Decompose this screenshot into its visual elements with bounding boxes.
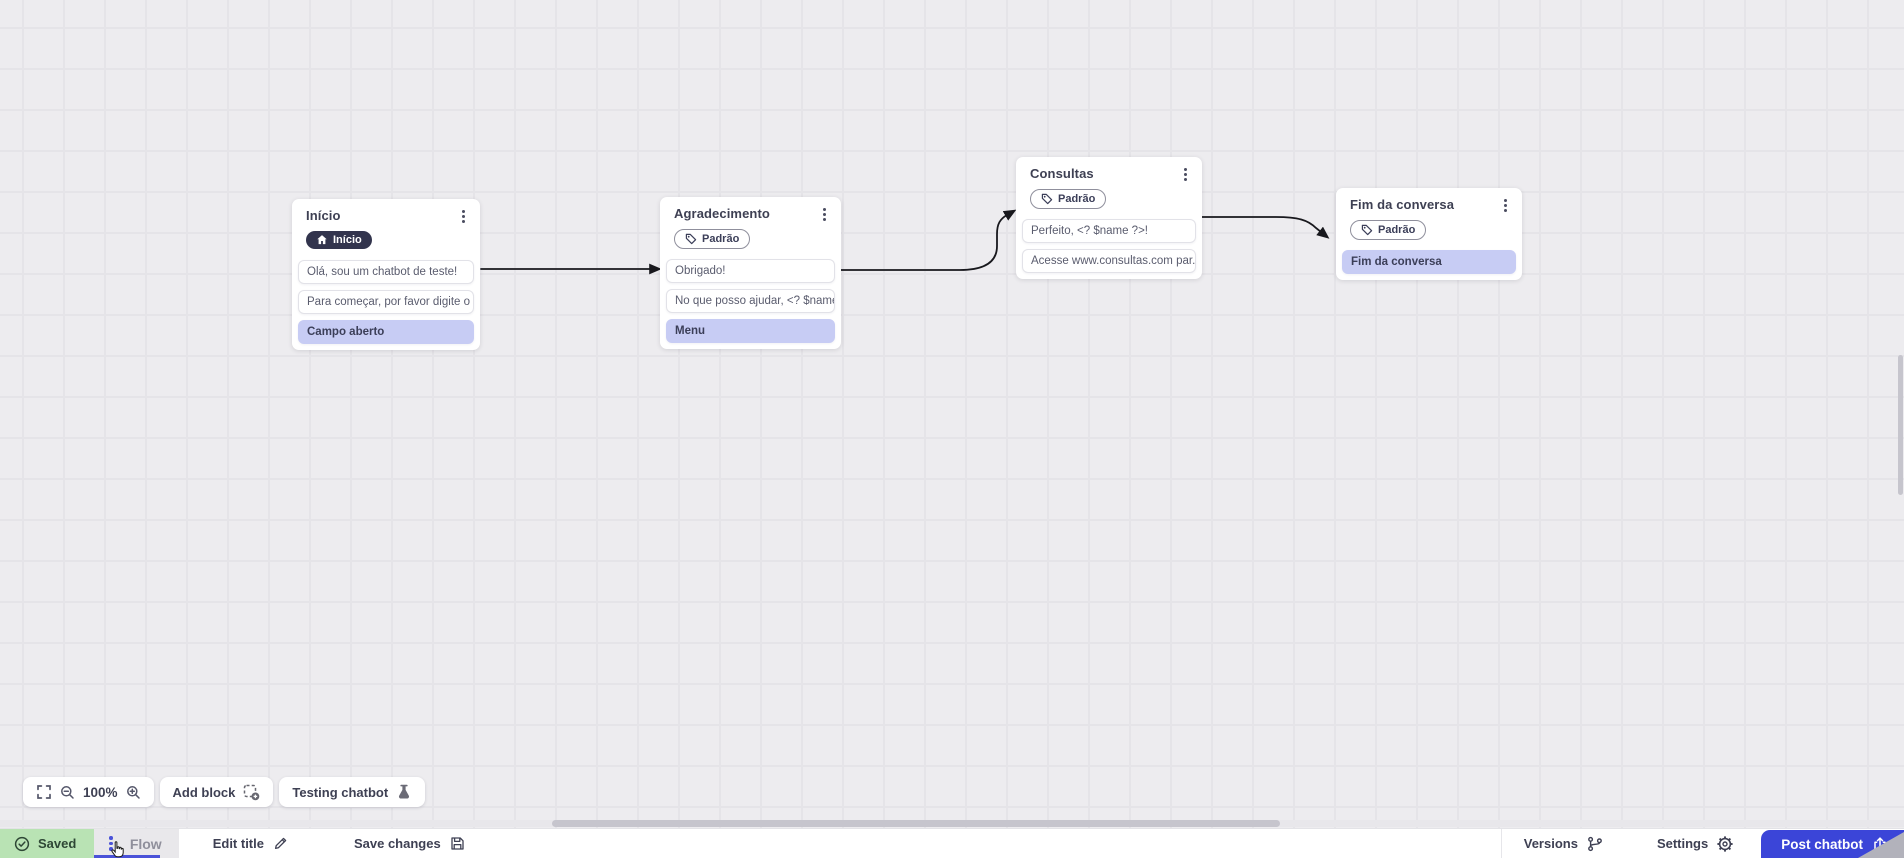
edit-title-label: Edit title [212, 836, 264, 851]
canvas-toolbar: 100% Add block Testing chatbot [23, 777, 426, 807]
flow-tab-label: Flow [129, 835, 162, 852]
fullscreen-icon[interactable] [36, 784, 52, 800]
flow-node-inicio[interactable]: Início Início Olá, sou um chatbot de tes… [292, 199, 480, 350]
node-title: Início [306, 208, 341, 223]
node-title: Agradecimento [674, 206, 770, 221]
node-badge-label: Padrão [1378, 224, 1416, 236]
zoom-controls: 100% [23, 777, 154, 807]
post-chatbot-button[interactable]: Post chatbot [1761, 830, 1904, 858]
pencil-icon [273, 836, 288, 851]
tab-flow[interactable]: Flow [94, 829, 179, 858]
tag-icon [685, 233, 697, 245]
flow-node-agradecimento[interactable]: Agradecimento Padrão Obrigado! No que pos… [660, 197, 841, 349]
flow-menu-kebab-icon[interactable] [105, 834, 117, 853]
add-block-icon [243, 784, 260, 801]
settings-label: Settings [1656, 836, 1709, 851]
node-message-card[interactable]: Obrigado! [666, 259, 835, 283]
node-menu-kebab-icon[interactable] [1500, 197, 1511, 214]
node-message-card[interactable]: Olá, sou um chatbot de teste! [298, 260, 474, 284]
save-changes-label: Save changes [353, 836, 441, 851]
node-title: Fim da conversa [1350, 197, 1455, 212]
settings-button[interactable]: Settings [1645, 835, 1745, 852]
node-title: Consultas [1030, 166, 1094, 181]
add-block-button[interactable]: Add block [159, 777, 274, 807]
node-message-card[interactable]: Para começar, por favor digite o ... [298, 290, 474, 314]
saved-label: Saved [38, 836, 77, 851]
node-badge-label: Início [333, 234, 362, 246]
status-bar: Saved Flow Edit title Save changes Versi… [0, 828, 1904, 858]
save-changes-button[interactable]: Save changes [342, 836, 477, 851]
tag-icon [1361, 224, 1373, 236]
post-chatbot-label: Post chatbot [1781, 836, 1863, 852]
check-circle-icon [14, 836, 30, 852]
versions-button[interactable]: Versions [1512, 836, 1615, 852]
flow-node-fim-da-conversa[interactable]: Fim da conversa Padrão Fim da conversa [1336, 188, 1522, 280]
saved-status: Saved [0, 829, 95, 858]
node-badge-label: Padrão [702, 233, 740, 245]
zoom-in-icon[interactable] [126, 785, 141, 800]
horizontal-scrollbar-thumb[interactable] [552, 820, 1280, 827]
edit-title-button[interactable]: Edit title [201, 836, 300, 851]
node-output-card[interactable]: Campo aberto [298, 320, 474, 344]
connections-layer [480, 209, 1330, 275]
save-icon [450, 836, 465, 851]
connection-agradecimento-to-consultas[interactable] [840, 209, 1017, 271]
node-menu-kebab-icon[interactable] [1180, 166, 1191, 183]
node-output-card[interactable]: Menu [666, 319, 835, 343]
node-message-card[interactable]: Acesse www.consultas.com par... [1022, 249, 1196, 273]
button-corner-fold [1858, 832, 1904, 858]
flow-node-consultas[interactable]: Consultas Padrão Perfeito, <? $name ?>! A… [1016, 157, 1202, 279]
versions-label: Versions [1523, 836, 1578, 851]
testing-chatbot-button[interactable]: Testing chatbot [279, 777, 426, 807]
node-message-card[interactable]: Perfeito, <? $name ?>! [1022, 219, 1196, 243]
vertical-scrollbar[interactable] [1898, 355, 1903, 495]
node-badge-label: Padrão [1058, 193, 1096, 205]
home-icon [317, 235, 327, 245]
add-block-label: Add block [172, 784, 236, 800]
testing-chatbot-label: Testing chatbot [292, 784, 389, 800]
statusbar-divider [1500, 829, 1502, 858]
node-badge: Início [306, 231, 372, 249]
flow-canvas[interactable]: Início Início Olá, sou um chatbot de tes… [0, 0, 1904, 828]
connection-consultas-to-fim-da-conversa[interactable] [1201, 216, 1330, 239]
node-badge: Padrão [1030, 189, 1107, 209]
node-output-card[interactable]: Fim da conversa [1342, 250, 1516, 274]
zoom-out-icon[interactable] [60, 785, 75, 800]
tag-icon [1041, 193, 1053, 205]
active-tab-indicator [94, 855, 161, 858]
node-menu-kebab-icon[interactable] [819, 206, 830, 223]
branch-icon [1587, 836, 1603, 852]
flask-icon [396, 784, 412, 800]
node-message-card[interactable]: No que posso ajudar, <? $name ... [666, 289, 835, 313]
node-badge: Padrão [674, 229, 751, 249]
horizontal-scrollbar[interactable] [0, 820, 1904, 827]
gear-icon [1717, 835, 1733, 852]
node-badge: Padrão [1350, 220, 1427, 240]
node-menu-kebab-icon[interactable] [458, 208, 469, 225]
zoom-level: 100% [83, 784, 118, 800]
